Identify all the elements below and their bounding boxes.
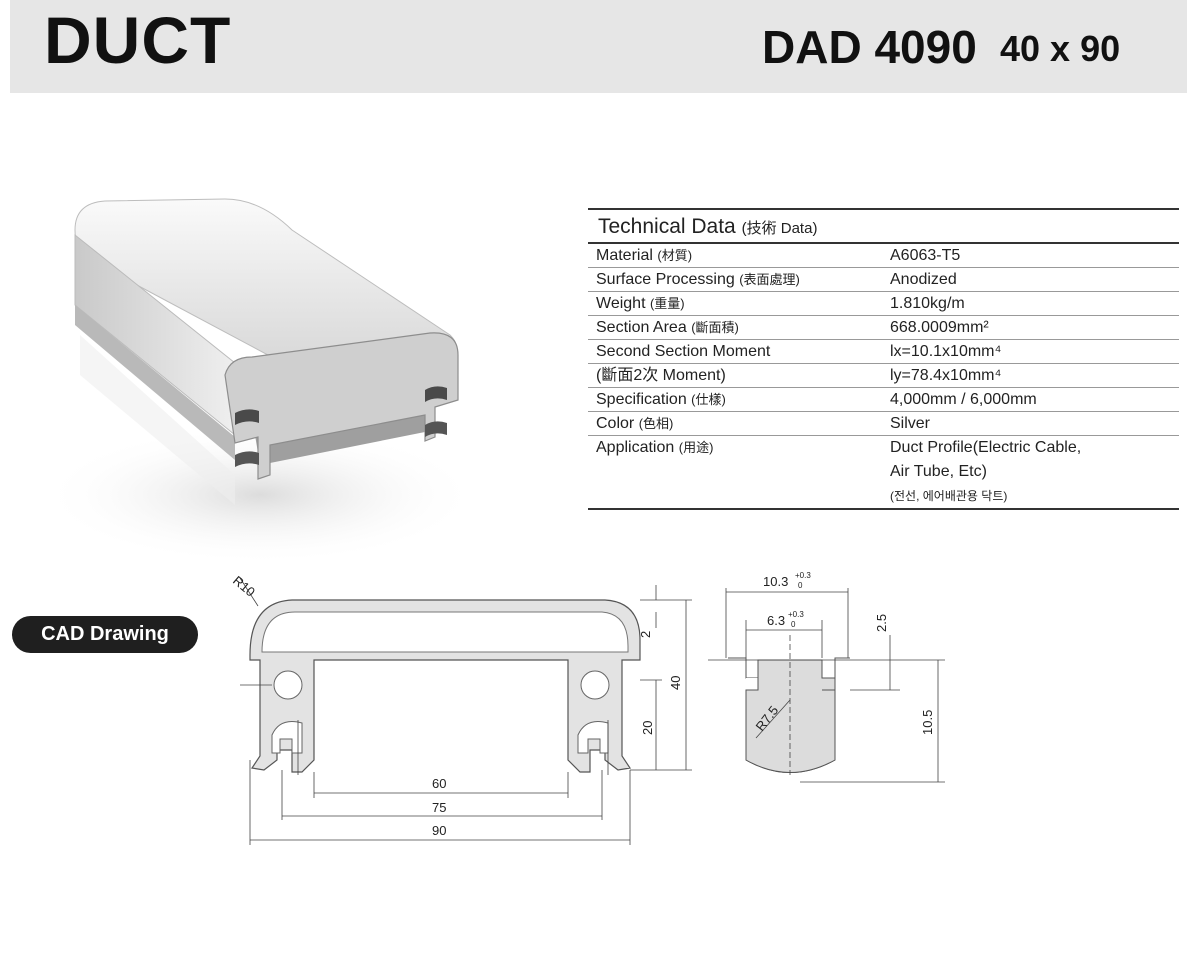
row-label-sub: (色相) xyxy=(638,416,674,431)
row-label: Material xyxy=(596,247,653,264)
dim-40: 40 xyxy=(668,676,683,690)
table-row: Application (用途) Duct Profile(Electric C… xyxy=(588,436,1179,510)
model-dimensions: 40 x 90 xyxy=(1000,28,1121,69)
dim-slot-outer-tol-zero: 0 xyxy=(798,581,803,590)
model-number: DAD 4090 xyxy=(762,21,977,73)
slot-detail xyxy=(728,657,850,773)
table-row: Weight (重量) 1.810kg/m xyxy=(588,292,1179,316)
row-label: Surface Processing xyxy=(596,271,735,288)
row-value: lx=10.1x10mm⁴ xyxy=(890,343,1002,360)
table-row: Color (色相) Silver xyxy=(588,412,1179,436)
row-value: 668.0009mm² xyxy=(890,319,989,336)
table-row: Surface Processing (表面處理) Anodized xyxy=(588,268,1179,292)
dim-2-5: 2.5 xyxy=(874,614,889,632)
row-label: Weight xyxy=(596,295,646,312)
product-photo xyxy=(40,198,480,565)
table-row: Material (材質) A6063-T5 xyxy=(588,244,1179,268)
row-label-sub: (用途) xyxy=(678,440,714,455)
row-value: Silver xyxy=(890,415,931,432)
row-label-sub: (仕樣) xyxy=(691,392,726,407)
table-row: Second Section Moment lx=10.1x10mm⁴ xyxy=(588,340,1179,364)
page-title: DUCT xyxy=(44,3,232,77)
dim-10-5: 10.5 xyxy=(920,710,935,735)
dim-slot-inner-tol-plus: +0.3 xyxy=(788,610,804,619)
dim-slot-outer-tol-plus: +0.3 xyxy=(795,571,811,580)
row-label: Second Section Moment xyxy=(596,343,771,360)
row-label: Specification xyxy=(596,391,687,408)
row-label-sub: (斷面積) xyxy=(691,320,739,335)
profile-section xyxy=(249,599,641,773)
table-top-rule xyxy=(588,208,1179,210)
dim-60: 60 xyxy=(432,776,446,791)
row-label: (斷面2次 Moment) xyxy=(596,367,726,384)
row-label: Application xyxy=(596,439,675,456)
table-row: (斷面2次 Moment) ly=78.4x10mm⁴ xyxy=(588,364,1179,388)
dim-20: 20 xyxy=(640,721,655,735)
table-title-text: Technical Data xyxy=(598,215,736,238)
header-bar: DUCT DAD 4090 40 x 90 xyxy=(10,0,1187,93)
row-value: A6063-T5 xyxy=(890,247,961,264)
row-value: 1.810kg/m xyxy=(890,295,965,312)
row-value: Anodized xyxy=(890,271,957,288)
row-label-sub: (材質) xyxy=(657,248,693,263)
row-value: Duct Profile(Electric Cable, xyxy=(890,439,1082,456)
dim-90: 90 xyxy=(432,823,446,838)
row-label-sub: (表面處理) xyxy=(739,272,800,287)
table-title-sub: (技術 Data) xyxy=(741,220,818,237)
dim-slot-inner: 6.3 xyxy=(767,613,785,628)
row-label: Section Area xyxy=(596,319,687,336)
dim-r10: R10 xyxy=(230,573,258,600)
row-label-sub: (重量) xyxy=(649,296,685,311)
row-label: Color xyxy=(596,415,635,432)
row-value: ly=78.4x10mm⁴ xyxy=(890,367,1002,384)
row-value-line2: Air Tube, Etc) xyxy=(890,463,987,480)
table-title: Technical Data (技術 Data) xyxy=(588,210,1179,244)
row-value-korean: (전선, 에어배관용 닥트) xyxy=(890,489,1008,503)
technical-data-table: Technical Data (技術 Data) Material (材質) A… xyxy=(588,208,1179,510)
row-value: 4,000mm / 6,000mm xyxy=(890,391,1037,408)
dim-slot-outer: 10.3 xyxy=(763,574,788,589)
table-row: Section Area (斷面積) 668.0009mm² xyxy=(588,316,1179,340)
cad-drawing-badge: CAD Drawing xyxy=(12,616,198,653)
dim-75: 75 xyxy=(432,800,446,815)
dim-2: 2 xyxy=(638,631,653,638)
dim-slot-inner-tol-zero: 0 xyxy=(791,620,796,629)
cad-drawing: R10 60 75 90 40 20 2 10.3 +0.3 0 6.3 +0.… xyxy=(230,571,945,845)
table-row: Specification (仕樣) 4,000mm / 6,000mm xyxy=(588,388,1179,412)
